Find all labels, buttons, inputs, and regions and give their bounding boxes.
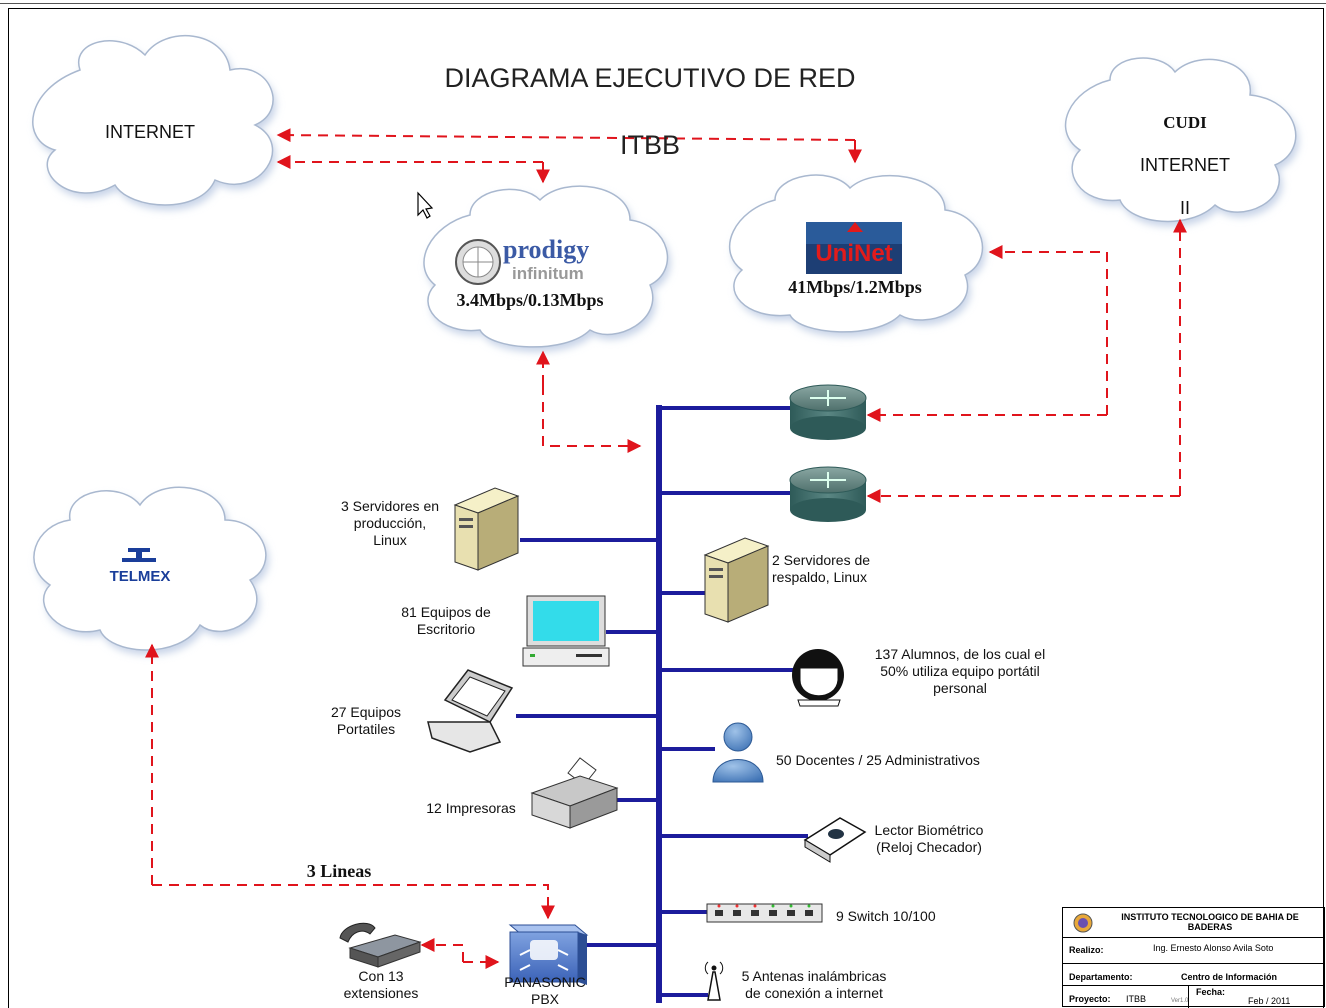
antennas-label: 5 Antenas inalámbricas de conexión a int… — [741, 968, 887, 1001]
lines-label: 3 Lineas — [306, 861, 372, 881]
link-pbx-phone — [420, 938, 464, 962]
title-block: INSTITUTO TECNOLOGICO DE BAHIA DE BADERA… — [1062, 907, 1325, 1008]
prodigy-brand: prodigy — [503, 235, 590, 264]
antenna-icon — [704, 961, 724, 1001]
uninet-brand: UniNet — [815, 240, 893, 267]
server-production-icon — [453, 487, 520, 571]
biometric-label: Lector Biométrico (Reloj Checador) — [874, 822, 984, 855]
links — [145, 128, 1187, 969]
staff-label: 50 Docentes / 25 Administrativos — [776, 752, 980, 768]
server-backup-icon — [703, 537, 770, 623]
link-uninet-router — [988, 245, 1108, 415]
date-label: Fecha: — [1196, 987, 1226, 997]
servers-prod-label: 3 Servidores en producción, Linux — [340, 498, 440, 548]
department-label: Departamento: — [1069, 972, 1133, 982]
prodigy-logo-icon — [455, 239, 501, 285]
date-divider — [1188, 986, 1189, 1008]
uninet-logo-icon — [806, 222, 902, 274]
link-telmex-pbx — [152, 884, 555, 920]
cloud-telmex — [33, 486, 269, 655]
title-line1: DIAGRAMA EJECUTIVO DE RED — [444, 63, 856, 94]
backbone — [516, 405, 808, 1003]
project-row: Proyecto: ITBB Ver1.0 Fecha: Feb / 2011 — [1063, 985, 1324, 1008]
switches-label: 9 Switch 10/100 — [836, 908, 936, 924]
student-icon — [792, 649, 844, 707]
cloud-internet — [32, 34, 277, 210]
link-prodigy-backbone — [542, 385, 642, 453]
desktops-label: 81 Equipos de Escritorio — [401, 604, 491, 637]
laptop-icon — [427, 669, 514, 753]
version-value: Ver1.0 — [1171, 998, 1189, 1004]
prodigy-sub: infinitum — [512, 264, 584, 283]
servers-backup-label: 2 Servidores de respaldo, Linux — [772, 552, 871, 585]
author-label: Realizo: — [1069, 945, 1104, 955]
diagram-title: DIAGRAMA EJECUTIVO DE RED ITBB — [380, 30, 920, 194]
link-internet-uninet — [276, 128, 856, 143]
printers-label: 12 Impresoras — [426, 800, 516, 816]
pbx-label: PANASONIC PBX — [504, 974, 586, 1007]
printer-icon — [530, 757, 619, 829]
page-frame — [8, 8, 1324, 1008]
institution-name: INSTITUTO TECNOLOGICO DE BAHIA DE BADERA… — [1121, 912, 1299, 933]
title-line2: ITBB — [619, 130, 680, 161]
institution-seal-icon — [1073, 913, 1093, 933]
telmex-logo-icon — [122, 548, 156, 562]
telephone-icon — [339, 922, 422, 968]
telmex-brand: TELMEX — [109, 568, 171, 585]
pbx-icon — [508, 924, 589, 985]
cloud-prodigy — [423, 185, 671, 352]
author-value: Ing. Ernesto Alonso Avila Soto — [1153, 943, 1274, 953]
router-1-icon — [789, 384, 867, 440]
internet-label: INTERNET — [105, 122, 195, 142]
router-2-icon — [789, 466, 867, 522]
header-rule — [0, 3, 1326, 4]
phone-label: Con 13 extensiones — [343, 968, 419, 1001]
cloud-cudi — [1064, 57, 1299, 227]
cudi-line3: II — [1179, 197, 1190, 218]
desktop-computer-icon — [522, 595, 610, 667]
uninet-speed: 41Mbps/1.2Mbps — [788, 277, 922, 297]
date-value: Feb / 2011 — [1248, 996, 1291, 1006]
cudi-title: CUDI — [1163, 113, 1207, 133]
department-value: Centro de Información — [1181, 972, 1278, 982]
students-label: 137 Alumnos, de los cual el 50% utiliza … — [874, 646, 1046, 696]
switch-icon — [706, 903, 823, 923]
prodigy-speed: 3.4Mbps/0.13Mbps — [456, 290, 604, 310]
project-value: ITBB — [1126, 994, 1147, 1004]
mouse-cursor-icon — [417, 191, 434, 219]
staff-person-icon — [712, 722, 764, 783]
author-row: Realizo: Ing. Ernesto Alonso Avila Soto — [1063, 937, 1324, 961]
laptops-label: 27 Equipos Portatiles — [330, 704, 402, 737]
cudi-label: CUDI INTERNET II — [1110, 94, 1260, 238]
department-row: Departamento: Centro de Información — [1063, 963, 1324, 985]
project-label: Proyecto: — [1069, 994, 1111, 1004]
cudi-line2: INTERNET — [1140, 154, 1230, 175]
biometric-reader-icon — [803, 817, 867, 863]
